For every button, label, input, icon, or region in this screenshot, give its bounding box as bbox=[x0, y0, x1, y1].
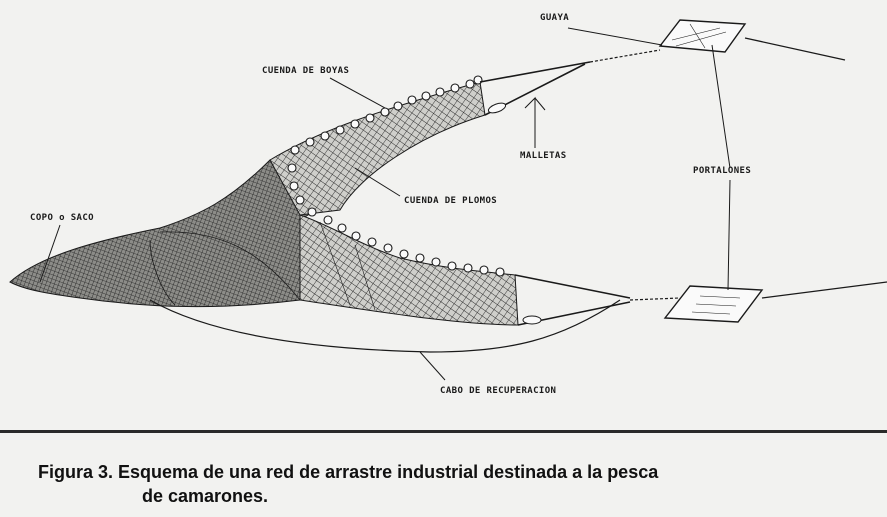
label-guaya: GUAYA bbox=[540, 13, 570, 23]
float-line-upper bbox=[287, 75, 483, 205]
label-cabo-recuperacion: CABO DE RECUPERACION bbox=[440, 386, 557, 396]
label-cuenda-boyas: CUENDA DE BOYAS bbox=[262, 66, 350, 76]
otter-board-lower bbox=[663, 285, 764, 323]
label-malletas: MALLETAS bbox=[520, 151, 567, 161]
recovery-line bbox=[149, 299, 621, 353]
float-line-lower bbox=[307, 207, 505, 277]
label-portalones: PORTALONES bbox=[693, 166, 752, 176]
figure-caption: Figura 3. Esquema de una red de arrastre… bbox=[38, 460, 883, 508]
warp-upper bbox=[744, 37, 846, 61]
trawl-net-diagram bbox=[9, 19, 887, 381]
caption-line-2: de camarones. bbox=[142, 486, 269, 506]
warp-lower bbox=[761, 281, 887, 299]
caption-line-1: Figura 3. Esquema de una red de arrastre… bbox=[38, 462, 659, 482]
label-copo-saco: COPO o SACO bbox=[30, 213, 95, 223]
otter-board-upper bbox=[658, 19, 747, 53]
label-cuenda-plomos: CUENDA DE PLOMOS bbox=[404, 196, 498, 206]
divider-rule bbox=[0, 430, 887, 433]
